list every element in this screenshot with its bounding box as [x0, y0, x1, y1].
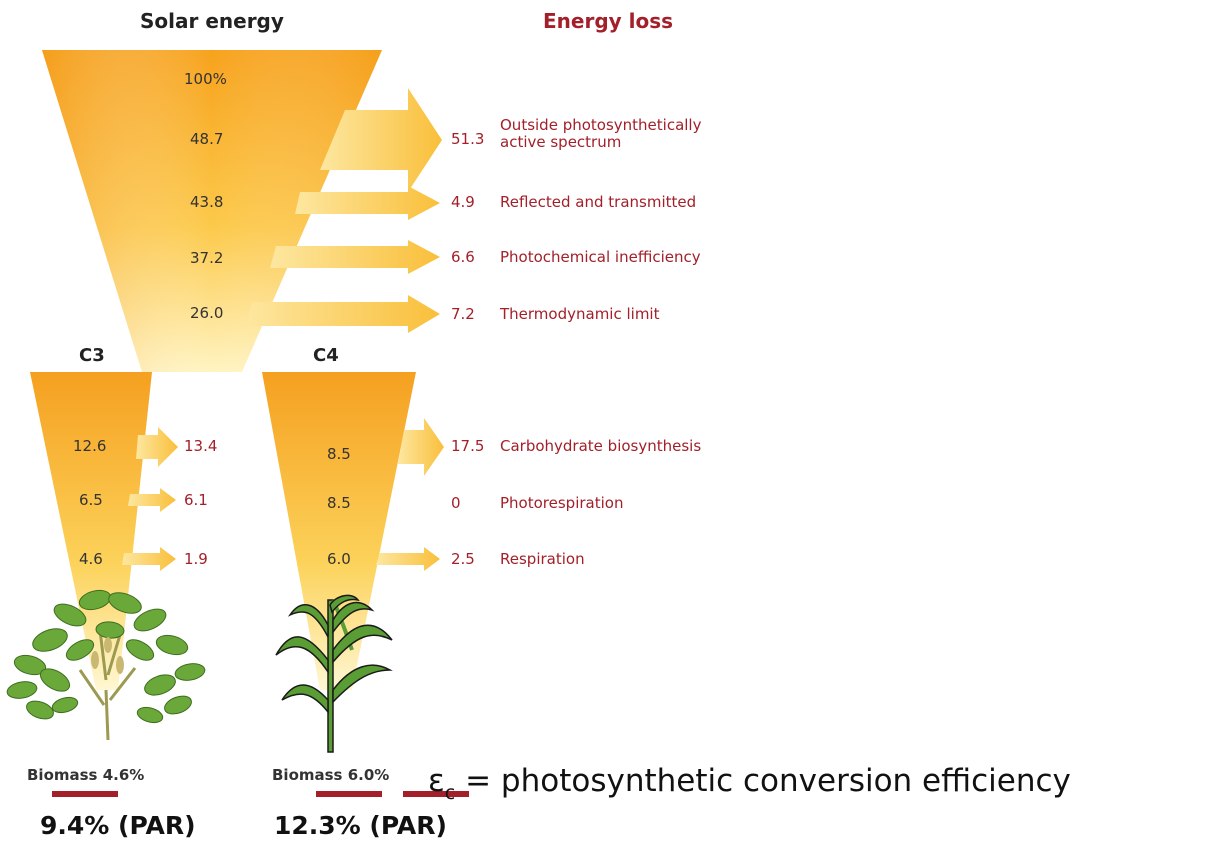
c3-loss-2: 6.1	[184, 491, 208, 509]
c4-plant-illustration	[275, 594, 393, 753]
efficiency-equation: εc = photosynthetic conversion efficienc…	[428, 763, 1071, 804]
solar-value-48-7: 48.7	[190, 130, 224, 148]
solar-funnel-shade	[42, 50, 382, 372]
c3-plant-illustration	[6, 589, 206, 741]
solar-value-43-8: 43.8	[190, 193, 224, 211]
loss-label-reflected: Reflected and transmitted	[500, 193, 697, 211]
c4-loss-label-respiration: Respiration	[500, 550, 585, 568]
c3-biomass-label: Biomass 4.6%	[27, 766, 145, 784]
solar-value-37-2: 37.2	[190, 249, 224, 267]
solar-value-100: 100%	[184, 70, 227, 88]
c3-value-3: 4.6	[79, 550, 103, 568]
c3-label: C3	[79, 345, 105, 366]
loss-arrow-reflected	[295, 186, 440, 220]
loss-arrow-photochemical	[270, 240, 440, 274]
c3-par-value: 9.4% (PAR)	[40, 811, 196, 840]
loss-label-spectrum: Outside photosynthetically active spectr…	[500, 117, 701, 151]
c4-label: C4	[313, 345, 339, 366]
c4-value-3: 6.0	[327, 550, 351, 568]
c4-loss-value-photorespiration: 0	[451, 494, 461, 512]
c4-loss-label-photorespiration: Photorespiration	[500, 494, 624, 512]
c3-value-1: 12.6	[73, 437, 107, 455]
c3-loss-arrow-3	[122, 547, 176, 571]
c3-loss-arrow-2	[128, 488, 176, 512]
c3-loss-3: 1.9	[184, 550, 208, 568]
solar-value-26-0: 26.0	[190, 304, 224, 322]
loss-label-spectrum-line2: active spectrum	[500, 133, 622, 151]
c4-funnel	[262, 372, 416, 690]
c4-loss-label-carbohydrate: Carbohydrate biosynthesis	[500, 437, 702, 455]
loss-label-spectrum-line1: Outside photosynthetically	[500, 116, 702, 134]
c4-loss-value-carbohydrate: 17.5	[451, 437, 485, 455]
c4-value-2: 8.5	[327, 494, 351, 512]
c4-loss-value-respiration: 2.5	[451, 550, 475, 568]
c3-underline-bar	[52, 791, 118, 797]
c4-value-1: 8.5	[327, 445, 351, 463]
energy-loss-header: Energy loss	[543, 9, 674, 33]
c3-loss-arrow-1	[136, 427, 178, 467]
epsilon-symbol: ε	[428, 763, 445, 799]
loss-value-reflected: 4.9	[451, 193, 475, 211]
solar-energy-header: Solar energy	[140, 9, 284, 33]
c4-loss-arrow-3	[376, 547, 440, 571]
loss-arrow-thermodynamic	[246, 295, 440, 333]
c3-value-2: 6.5	[79, 491, 103, 509]
loss-label-photochemical: Photochemical inefficiency	[500, 248, 701, 266]
c4-underline-bar-2	[403, 791, 469, 797]
loss-arrow-spectrum	[320, 88, 442, 192]
loss-label-thermodynamic: Thermodynamic limit	[500, 305, 660, 323]
c4-loss-arrow-1	[398, 418, 444, 476]
loss-value-thermodynamic: 7.2	[451, 305, 475, 323]
equation-text: = photosynthetic conversion efficiency	[465, 763, 1071, 799]
c4-par-value: 12.3% (PAR)	[274, 811, 447, 840]
c3-loss-1: 13.4	[184, 437, 218, 455]
epsilon-subscript: c	[444, 782, 456, 804]
c4-biomass-label: Biomass 6.0%	[272, 766, 390, 784]
c4-underline-bar-1	[316, 791, 382, 797]
loss-value-spectrum: 51.3	[451, 130, 485, 148]
loss-value-photochemical: 6.6	[451, 248, 475, 266]
